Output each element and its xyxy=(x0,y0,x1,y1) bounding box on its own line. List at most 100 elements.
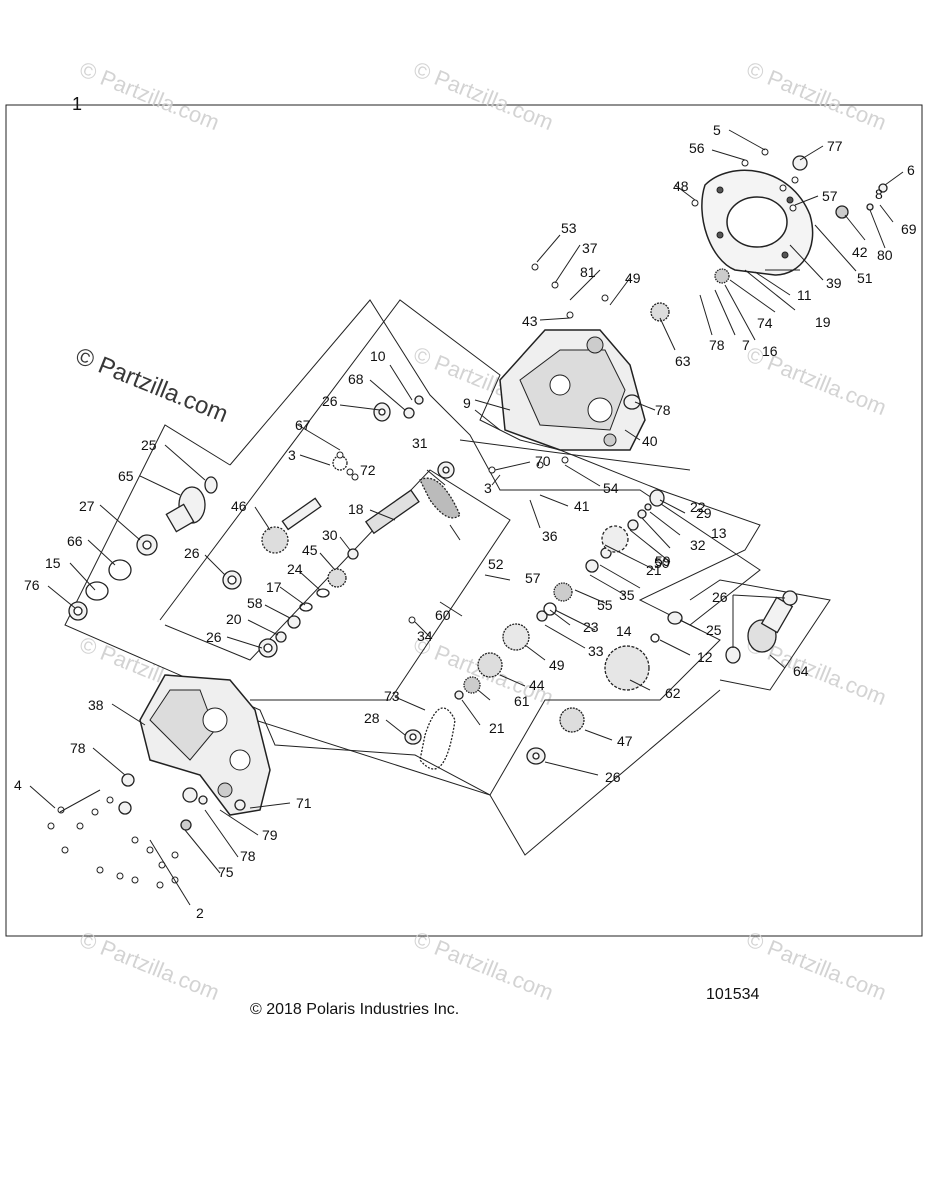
callout: 27 xyxy=(79,498,95,514)
callout: 58 xyxy=(247,595,263,611)
callout: 8 xyxy=(875,186,883,202)
callout: 73 xyxy=(384,688,400,704)
callout: 79 xyxy=(262,827,278,843)
callout: 65 xyxy=(118,468,134,484)
callout: 47 xyxy=(617,733,633,749)
callout: 3 xyxy=(288,447,296,463)
callout: 14 xyxy=(616,623,632,639)
callout: 71 xyxy=(296,795,312,811)
callout: 62 xyxy=(665,685,681,701)
callout: 40 xyxy=(642,433,658,449)
callout: 51 xyxy=(857,270,873,286)
callout: 21 xyxy=(489,720,505,736)
callout: 10 xyxy=(370,348,386,364)
callout: 64 xyxy=(793,663,809,679)
callout: 4 xyxy=(14,777,22,793)
callout: 56 xyxy=(689,140,705,156)
callout: 39 xyxy=(826,275,842,291)
callout: 57 xyxy=(822,188,838,204)
callout: 81 xyxy=(580,264,596,280)
callout: 11 xyxy=(797,287,812,303)
callout: 5 xyxy=(713,122,721,138)
callout-labels: 2 3 3 4 5 6 7 8 9 10 11 12 13 14 15 16 1… xyxy=(14,122,917,921)
callout: 28 xyxy=(364,710,380,726)
callout: 49 xyxy=(625,270,641,286)
callout: 25 xyxy=(141,437,157,453)
callout: 57 xyxy=(525,570,541,586)
callout: 70 xyxy=(535,453,551,469)
callout: 20 xyxy=(226,611,242,627)
main-housing xyxy=(499,329,646,451)
callout: 17 xyxy=(266,579,282,595)
callout: 13 xyxy=(711,525,727,541)
callout: 66 xyxy=(67,533,83,549)
callout: 26 xyxy=(184,545,200,561)
callout: 36 xyxy=(542,528,558,544)
right-cover xyxy=(701,169,814,276)
callout: 34 xyxy=(417,628,433,644)
callout: 31 xyxy=(412,435,428,451)
callout: 23 xyxy=(583,619,599,635)
callout: 77 xyxy=(827,138,843,154)
callout: 75 xyxy=(218,864,234,880)
callout: 48 xyxy=(673,178,689,194)
callout: 76 xyxy=(24,577,40,593)
watermark: © Partzilla.com xyxy=(76,926,223,1005)
gears-and-bearings xyxy=(68,155,888,831)
callout: 59 xyxy=(655,553,671,569)
callout: 30 xyxy=(322,527,338,543)
callout: 78 xyxy=(240,848,256,864)
callout: 21 xyxy=(646,562,662,578)
callout: 78 xyxy=(655,402,671,418)
diagram-frame xyxy=(5,104,923,937)
callout: 74 xyxy=(757,315,773,331)
callout: 41 xyxy=(574,498,590,514)
callout: 24 xyxy=(287,561,303,577)
callout: 68 xyxy=(348,371,364,387)
watermark: © Partzilla.com xyxy=(410,926,557,1005)
callout: 67 xyxy=(295,417,311,433)
watermark-dark: © Partzilla.com xyxy=(72,343,232,429)
callout: 80 xyxy=(877,247,893,263)
callout: 22 xyxy=(690,499,706,515)
callout: 53 xyxy=(561,220,577,236)
callout: 44 xyxy=(529,677,545,693)
callout: 42 xyxy=(852,244,868,260)
callout: 25 xyxy=(706,622,722,638)
callout: 19 xyxy=(815,314,831,330)
callout: 26 xyxy=(712,589,728,605)
callout: 6 xyxy=(907,162,915,178)
callout: 78 xyxy=(709,337,725,353)
callout: 26 xyxy=(206,629,222,645)
callout: 37 xyxy=(582,240,598,256)
callout: 63 xyxy=(675,353,691,369)
callout: 18 xyxy=(348,501,364,517)
callout: 52 xyxy=(488,556,504,572)
callout: 54 xyxy=(603,480,619,496)
callout: 61 xyxy=(514,693,530,709)
watermark: © Partzilla.com xyxy=(743,926,890,1005)
callout: 49 xyxy=(549,657,565,673)
diagram-number: 101534 xyxy=(706,986,760,1003)
callout: 12 xyxy=(697,649,713,665)
callout: 45 xyxy=(302,542,318,558)
left-cover xyxy=(139,674,271,816)
callout: 26 xyxy=(322,393,338,409)
callout: 55 xyxy=(597,597,613,613)
bolts xyxy=(47,148,799,889)
callout: 26 xyxy=(605,769,621,785)
callout: 32 xyxy=(690,537,706,553)
copyright-notice: © 2018 Polaris Industries Inc. xyxy=(250,1001,460,1018)
callout: 78 xyxy=(70,740,86,756)
callout: 3 xyxy=(484,480,492,496)
callout: 33 xyxy=(588,643,604,659)
callout: 38 xyxy=(88,697,104,713)
callout: 29 xyxy=(696,505,712,521)
watermark: © Partzilla.com xyxy=(76,56,223,135)
watermark: © Partzilla.com xyxy=(410,56,557,135)
callout: 69 xyxy=(901,221,917,237)
callout: 72 xyxy=(360,462,376,478)
callout: 60 xyxy=(435,607,451,623)
callout: 15 xyxy=(45,555,61,571)
